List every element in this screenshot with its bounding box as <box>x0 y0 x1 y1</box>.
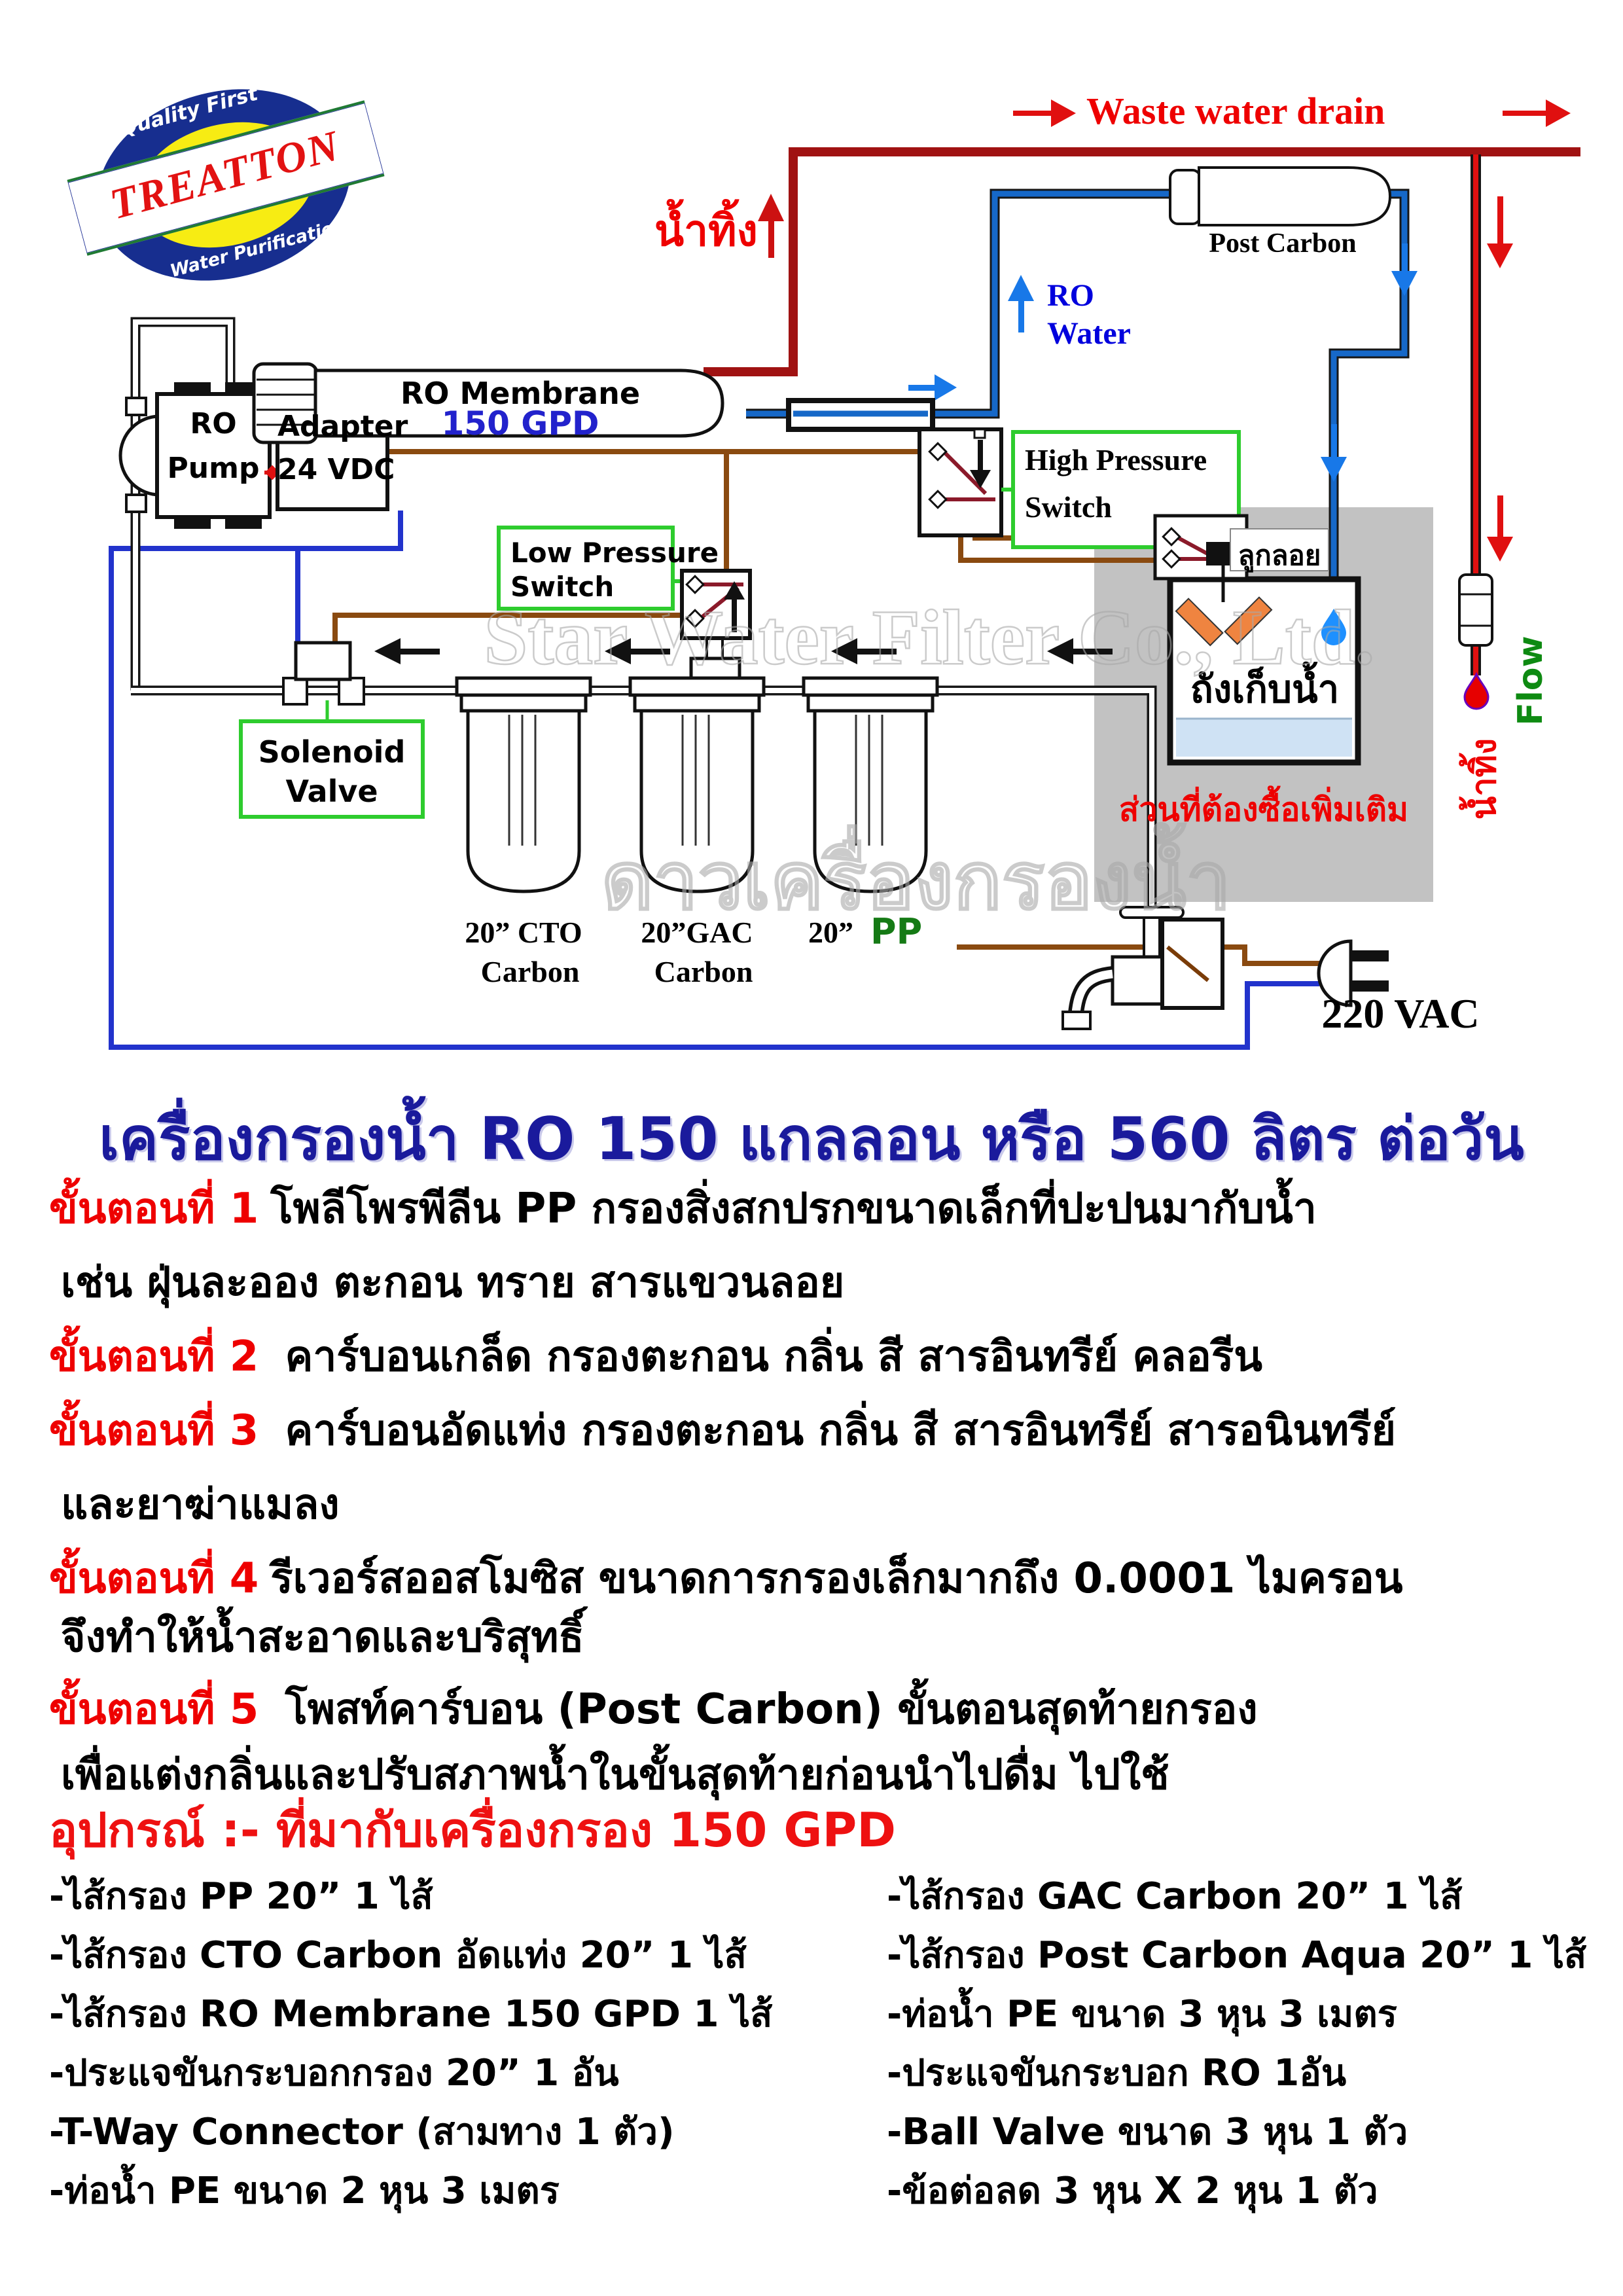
equipment-item-right-5: -Ball Valve ขนาด 3 หุน 1 ตัว <box>887 2111 1408 2153</box>
step-label: ขั้นตอนที่ 5 <box>49 1685 259 1734</box>
step-text: จึงทำให้น้ำสะอาดและบริสุทธิ์ <box>61 1613 584 1662</box>
step-label: ขั้นตอนที่ 4 <box>49 1554 259 1603</box>
low-pressure-switch <box>497 526 752 696</box>
equipment-item-left-2: -ไส้กรอง CTO Carbon อัดแท่ง 20” 1 ไส้ <box>49 1934 747 1977</box>
solenoid-valve <box>239 641 425 819</box>
membrane-label: RO Membrane <box>400 376 641 411</box>
step-text: เช่น ฝุ่นละออง ตะกอน ทราย สารแขวนลอย <box>61 1259 845 1307</box>
filter-label-cto-2: Carbon <box>480 955 580 988</box>
power-wires <box>109 449 1321 1050</box>
additional-purchase-label: ส่วนที่ต้องซื้อเพิ่มเติม <box>1118 791 1409 829</box>
post-carbon <box>1169 166 1392 226</box>
equipment-item-left-3: -ไส้กรอง RO Membrane 150 GPD 1 ไส้ <box>49 1993 773 2036</box>
equipment-item-left-4: -ประแจขันกระบอกกรอง 20” 1 อัน <box>49 2052 619 2094</box>
filter-housings <box>455 676 939 893</box>
water-drop-blue <box>1321 609 1346 645</box>
step-text: เพื่อแต่งกลิ่นและปรับสภาพน้ำในขั้นสุดท้า… <box>61 1751 1169 1799</box>
pump-label-2: Pump <box>167 452 260 485</box>
membrane-gpd-label: 150 GPD <box>441 404 599 442</box>
solenoid-label-2: Valve <box>285 774 378 809</box>
filter-housing-cto <box>455 676 592 893</box>
filter-label-pp: PP <box>870 911 923 952</box>
float-switch <box>1153 514 1329 647</box>
step-label: ขั้นตอนที่ 3 <box>49 1407 259 1455</box>
filter-housing-gac <box>628 676 766 893</box>
adapter-label-1: Adapter <box>277 410 408 443</box>
post-carbon-label: Post Carbon <box>1209 228 1357 259</box>
step-line-4: ขั้นตอนที่ 3 คาร์บอนอัดแท่ง กรองตะกอน กล… <box>49 1397 1396 1463</box>
tank-label: ถังเก็บน้ำ <box>1190 667 1340 711</box>
treatton-logo: TREATTON Quality First Water Purificatio… <box>67 63 385 307</box>
float-switch-label: ลูกลอย <box>1238 539 1321 571</box>
ro-water-label-1: RO <box>1047 278 1094 313</box>
high-pressure-label-1: High Pressure <box>1025 443 1207 476</box>
flow-restrictor <box>1458 573 1493 647</box>
equipment-header: อุปกรณ์ :- ที่มากับเครื่องกรอง 150 GPD <box>49 1803 897 1857</box>
step-text: คาร์บอนอัดแท่ง กรองตะกอน กลิ่น สี สารอิน… <box>270 1407 1397 1455</box>
waste-pipe <box>704 147 1580 675</box>
flow-arrows <box>374 99 1571 664</box>
equipment-item-right-2: -ไส้กรอง Post Carbon Aqua 20” 1 ไส้ <box>887 1934 1587 1977</box>
filter-label-pp-size: 20” <box>808 916 853 949</box>
step-line-9: เพื่อแต่งกลิ่นและปรับสภาพน้ำในขั้นสุดท้า… <box>49 1741 1169 1808</box>
power-switch <box>1160 918 1224 1010</box>
page-title: เครื่องกรองน้ำ RO 150 แกลลอน หรือ 560 ลิ… <box>99 1105 1524 1174</box>
solenoid-label-1: Solenoid <box>258 734 406 770</box>
equipment-item-right-4: -ประแจขันกระบอก RO 1อัน <box>887 2052 1347 2094</box>
adapter-label-2: 24 VDC <box>277 453 395 486</box>
step-text: รีเวอร์สออสโมซิส ขนาดการกรองเล็กมากถึง 0… <box>270 1554 1403 1603</box>
step-line-8: ขั้นตอนที่ 5 โพสท์คาร์บอน (Post Carbon) … <box>49 1676 1258 1742</box>
step-text: โพสท์คาร์บอน (Post Carbon) ขั้นตอนสุดท้า… <box>270 1685 1258 1734</box>
equipment-item-right-6: -ข้อต่อลด 3 หุน X 2 หุน 1 ตัว <box>887 2170 1378 2212</box>
waste-water-drain-label: Waste water drain <box>1086 90 1385 132</box>
equipment-item-left-6: -ท่อน้ำ PE ขนาด 2 หุน 3 เมตร <box>49 2170 560 2212</box>
step-text: คาร์บอนเกล็ด กรองตะกอน กลิ่น สี สารอินทร… <box>270 1333 1262 1381</box>
filter-label-gac-1: 20”GAC <box>641 916 753 949</box>
equipment-item-right-1: -ไส้กรอง GAC Carbon 20” 1 ไส้ <box>887 1875 1463 1918</box>
equipment-item-left-5: -T-Way Connector (สามทาง 1 ตัว) <box>49 2111 675 2153</box>
ro-membrane <box>252 362 724 444</box>
pump-label-1: RO <box>190 407 237 440</box>
step-label: ขั้นตอนที่ 1 <box>49 1185 259 1233</box>
ro-water-label-2: Water <box>1047 316 1131 351</box>
high-pressure-label-2: Switch <box>1025 490 1112 524</box>
filter-label-cto-1: 20” CTO <box>465 916 582 949</box>
step-text: โพลีโพรพีลีน PP กรองสิ่งสกปรกขนาดเล็กที่… <box>270 1185 1317 1233</box>
flow-label: Flow <box>1511 636 1550 726</box>
water-drop-red <box>1463 672 1489 710</box>
power-220vac-label: 220 VAC <box>1321 990 1480 1037</box>
step-text: และยาฆ่าแมลง <box>61 1480 340 1529</box>
equipment-item-right-3: -ท่อน้ำ PE ขนาด 3 หุน 3 เมตร <box>887 1993 1397 2036</box>
step-line-7: จึงทำให้น้ำสะอาดและบริสุทธิ์ <box>49 1604 584 1670</box>
low-pressure-label-1: Low Pressure <box>510 537 719 569</box>
ro-pump <box>118 382 272 529</box>
power-plug <box>1317 939 1389 1007</box>
filter-housing-pp <box>802 676 939 893</box>
step-line-3: ขั้นตอนที่ 2 คาร์บอนเกล็ด กรองตะกอน กลิ่… <box>49 1323 1262 1390</box>
equipment-item-left-1: -ไส้กรอง PP 20” 1 ไส้ <box>49 1875 433 1918</box>
low-pressure-label-2: Switch <box>510 571 615 603</box>
step-label: ขั้นตอนที่ 2 <box>49 1333 259 1381</box>
ro-system-schematic <box>109 99 1580 1050</box>
step-line-5: และยาฆ่าแมลง <box>49 1471 340 1537</box>
waste-top-thai-label: น้ำทิ้ง <box>654 206 758 256</box>
step-line-2: เช่น ฝุ่นละออง ตะกอน ทราย สารแขวนลอย <box>49 1249 844 1316</box>
waste-right-thai-label: น้ำทิ้ง <box>1465 738 1504 820</box>
filter-label-gac-2: Carbon <box>654 955 753 988</box>
